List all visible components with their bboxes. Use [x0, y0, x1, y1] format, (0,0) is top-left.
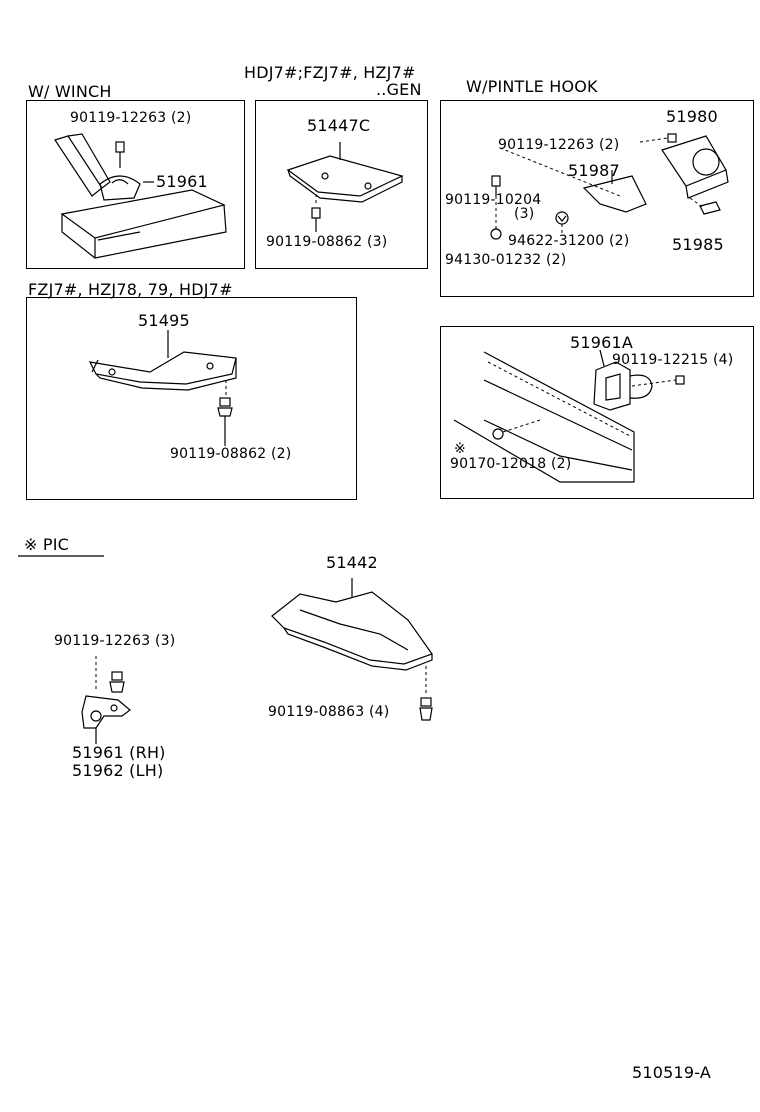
- pintle-nut-label: 94130-01232 (2): [445, 252, 567, 268]
- pic-hook-rh-label: 51961 (RH): [72, 743, 166, 762]
- pic-hook-drawing: [81, 656, 131, 744]
- gen-heading-line2: ..GEN: [376, 80, 422, 99]
- winch-heading: W/ WINCH: [28, 82, 112, 101]
- pintle-pin-label: 51985: [672, 235, 724, 254]
- fzj-section-frame: [26, 297, 357, 500]
- pic-hook-lh-label: 51962 (LH): [72, 761, 164, 780]
- towhook-bolt-label: 90119-12215 (4): [612, 352, 734, 368]
- pintle-hook-label: 51980: [666, 107, 718, 126]
- gen-heading-line1: HDJ7#;FZJ7#, HZJ7#: [244, 63, 416, 82]
- gen-bolt-label: 90119-08862 (3): [266, 234, 388, 250]
- gen-plate-drawing: [286, 142, 404, 232]
- pintle-washer-label: 94622-31200 (2): [508, 233, 630, 249]
- pintle-bolt-b-label: 90119-10204: [445, 192, 542, 208]
- pic-cover-label: 51442: [326, 553, 378, 572]
- pic-heading: ※ PIC: [24, 535, 70, 554]
- pintle-bracket-label: 51987: [568, 161, 620, 180]
- pintle-hook-drawing: [490, 133, 729, 240]
- pic-cover-bolt-label: 90119-08863 (4): [268, 704, 390, 720]
- pintle-bolt-a-label: 90119-12263 (2): [498, 137, 620, 153]
- gen-part-label: 51447C: [307, 116, 371, 135]
- winch-bracket-drawing: [54, 133, 227, 259]
- towhook-part-label: 51961A: [570, 333, 634, 352]
- pintle-heading: W/PINTLE HOOK: [466, 77, 598, 96]
- winch-bolt-label: 90119-12263 (2): [70, 110, 192, 126]
- fzj-part-label: 51495: [138, 311, 190, 330]
- winch-section-frame: [26, 100, 245, 269]
- towhook-mark: ※: [454, 441, 466, 457]
- pic-cover-drawing: [271, 578, 433, 721]
- fzj-plate-drawing: [88, 330, 237, 446]
- gen-section-frame: [255, 100, 428, 269]
- diagram-code: 510519-A: [632, 1063, 712, 1082]
- pic-hook-bolt-label: 90119-12263 (3): [54, 633, 176, 649]
- towhook-nut-label: 90170-12018 (2): [450, 456, 572, 472]
- towhook-drawing: [453, 349, 685, 483]
- pintle-section-frame: [440, 100, 754, 297]
- fzj-bolt-label: 90119-08862 (2): [170, 446, 292, 462]
- fzj-heading: FZJ7#, HZJ78, 79, HDJ7#: [28, 280, 233, 299]
- pintle-bolt-b-qty: (3): [514, 206, 535, 222]
- winch-part-label: 51961: [156, 172, 208, 191]
- towhook-section-frame: [440, 326, 754, 499]
